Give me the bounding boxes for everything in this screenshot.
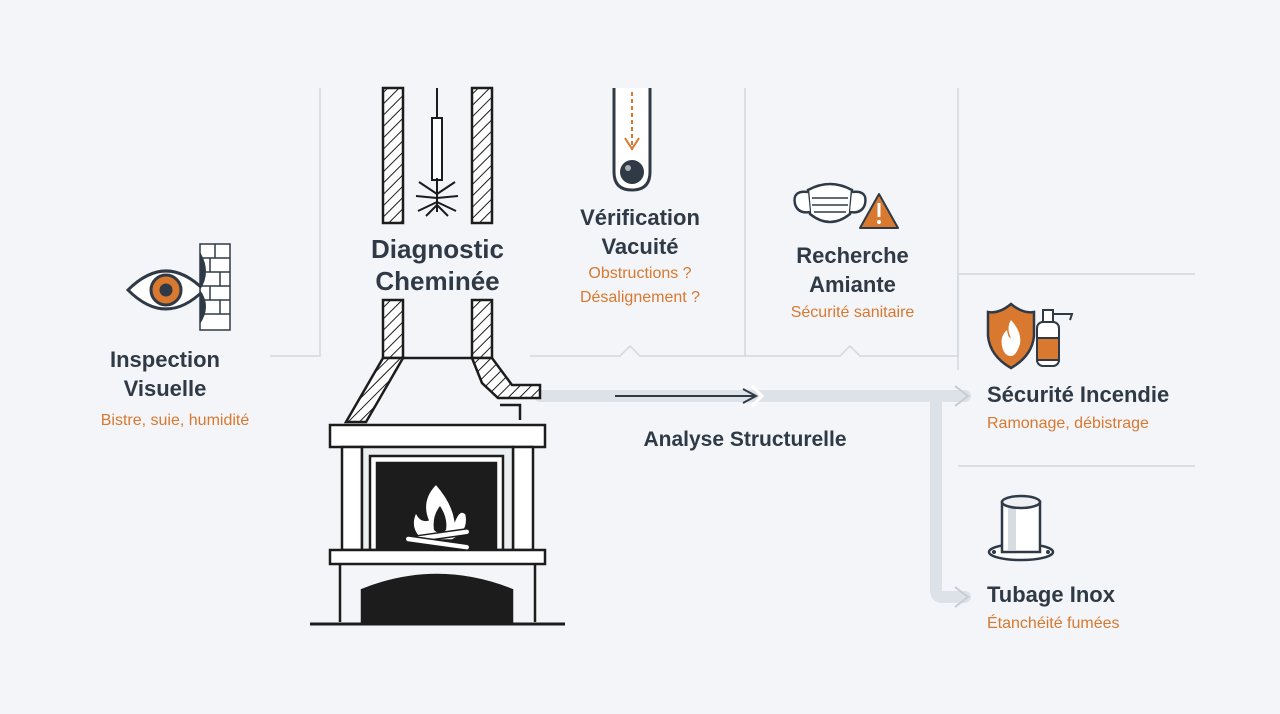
flow-arrows	[534, 384, 971, 608]
ball-drop-icon	[612, 88, 652, 192]
brick-wall-icon	[199, 243, 231, 331]
tubage-title: Tubage Inox	[987, 582, 1115, 607]
inspection-subtitle: Bistre, suie, humidité	[100, 412, 250, 429]
fire-shield-icon	[986, 302, 1036, 370]
brush-icon	[415, 88, 459, 217]
flame-icon	[404, 482, 471, 551]
extinguisher-icon	[1036, 309, 1074, 367]
vacuite-subtitle-line2: Désalignement ?	[579, 289, 701, 306]
tubage-subtitle: Étanchéité fumées	[987, 615, 1120, 632]
vacuite-subtitle-line1: Obstructions ?	[588, 265, 692, 282]
structure-title: Analyse Structurelle	[643, 428, 847, 451]
steel-tube-icon	[987, 494, 1055, 562]
warning-icon	[859, 193, 899, 229]
inspection-title: Inspection Visuelle	[109, 347, 220, 401]
mask-icon	[793, 182, 867, 224]
amiante-subtitle: Sécurité sanitaire	[790, 304, 915, 321]
incendie-subtitle: Ramonage, débistrage	[987, 415, 1149, 432]
panel-dividers	[270, 88, 1195, 467]
eye-icon	[125, 269, 207, 311]
incendie-title: Sécurité Incendie	[987, 382, 1170, 407]
diagram-title: Diagnostic Cheminée	[340, 233, 535, 297]
amiante-title: Recherche Amiante	[796, 243, 909, 297]
vacuite-title: Vérification Vacuité	[580, 205, 700, 259]
